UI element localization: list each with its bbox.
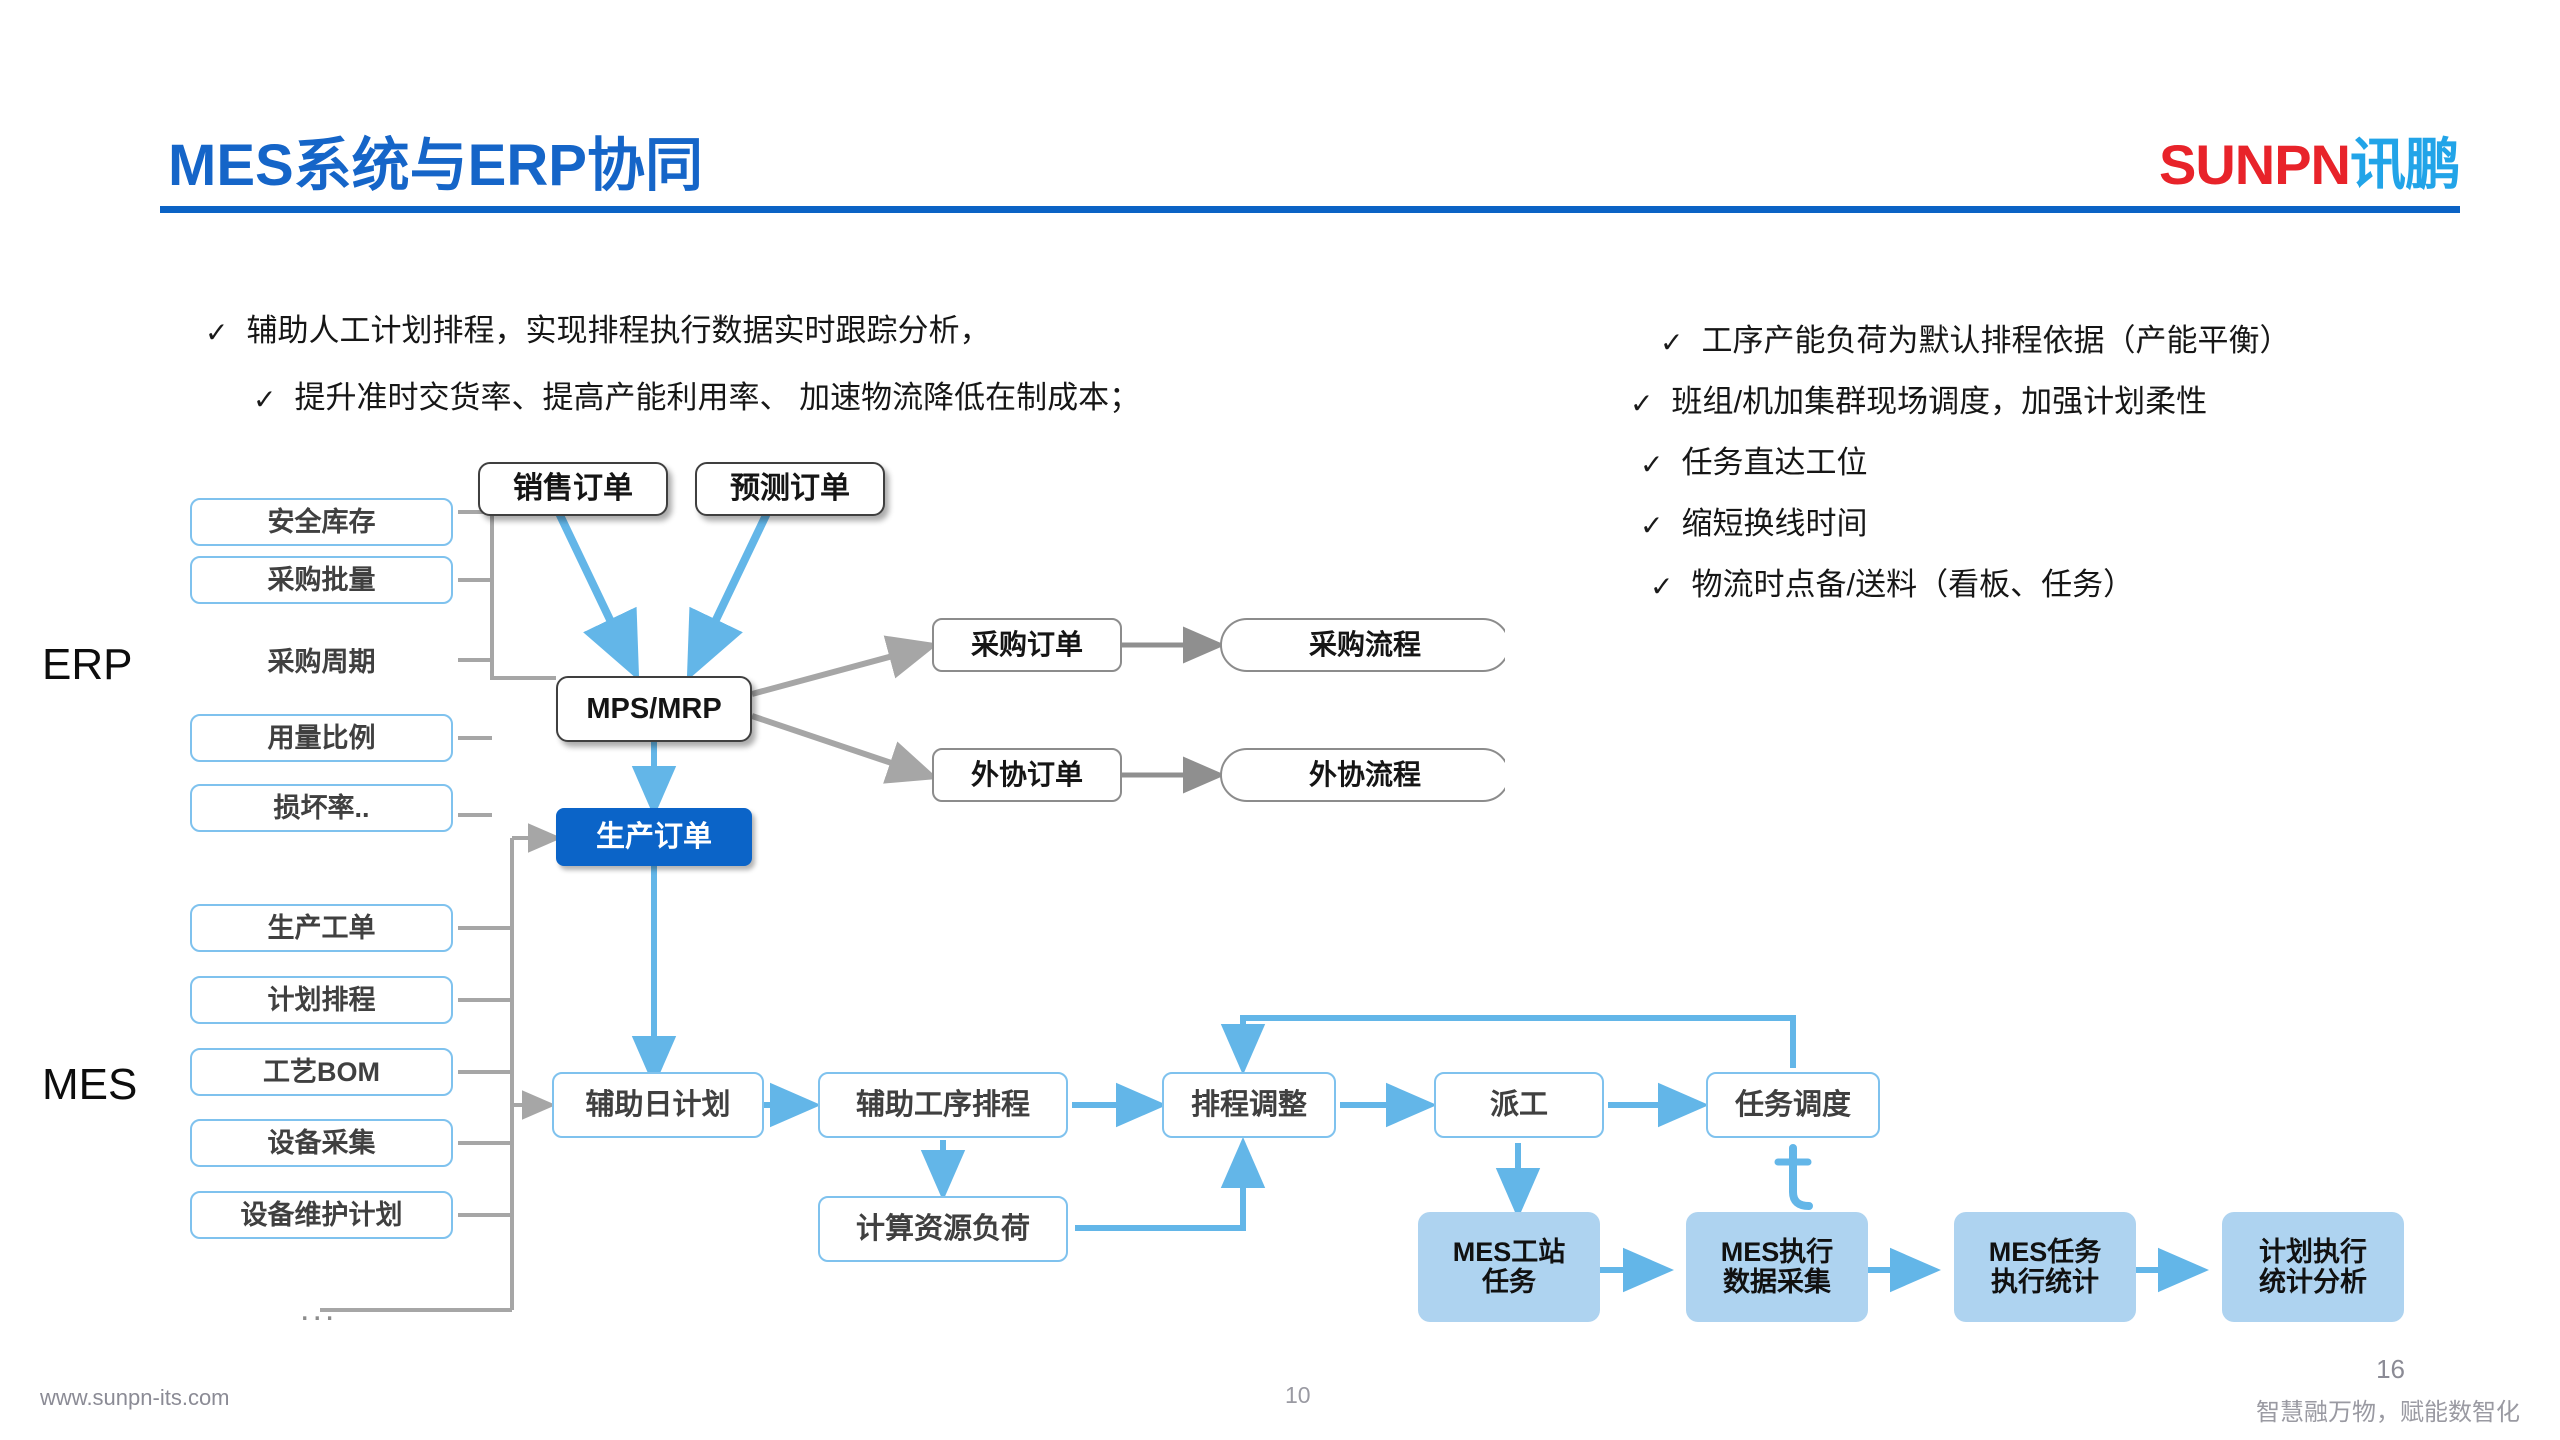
node-label: 计划排程 bbox=[267, 984, 376, 1015]
side-label-erp: ERP bbox=[42, 640, 133, 689]
bullet-text: 工序产能负荷为默认排程依据（产能平衡） bbox=[1701, 323, 2291, 358]
header-divider bbox=[160, 206, 2460, 213]
node-resource-load[interactable]: 计算资源负荷 bbox=[818, 1196, 1068, 1262]
check-icon: ✓ bbox=[205, 316, 229, 349]
node-label: 生产工单 bbox=[267, 912, 376, 943]
node-label: 安全库存 bbox=[267, 506, 376, 537]
right-bullet-list: ✓ 工序产能负荷为默认排程依据（产能平衡） ✓ 班组/机加集群现场调度，加强计划… bbox=[1630, 325, 2290, 630]
erp-item-usage-ratio[interactable]: 用量比例 bbox=[190, 714, 453, 762]
node-forecast-order[interactable]: 预测订单 bbox=[695, 462, 885, 516]
node-label: 损坏率.. bbox=[273, 792, 370, 823]
footer-slogan: 智慧融万物，赋能数智化 bbox=[2256, 1399, 2520, 1426]
bullet-text: 辅助人工计划排程，实现排程执行数据实时跟踪分析， bbox=[246, 313, 991, 348]
node-daily-plan[interactable]: 辅助日计划 bbox=[552, 1072, 764, 1138]
mes-item-equipment-collection[interactable]: 设备采集 bbox=[190, 1119, 453, 1167]
node-label: 排程调整 bbox=[1190, 1088, 1307, 1121]
node-schedule-adjust[interactable]: 排程调整 bbox=[1162, 1072, 1336, 1138]
node-label: 工艺BOM bbox=[263, 1056, 380, 1087]
left-bullet-list: ✓ 辅助人工计划排程，实现排程执行数据实时跟踪分析， ✓ 提升准时交货率、提高产… bbox=[205, 315, 1140, 449]
node-label: 用量比例 bbox=[267, 722, 376, 753]
node-mps-mrp[interactable]: MPS/MRP bbox=[556, 676, 752, 742]
node-dispatch[interactable]: 派工 bbox=[1434, 1072, 1604, 1138]
node-label: 设备维护计划 bbox=[240, 1199, 403, 1230]
page-title: MES系统与ERP协同 bbox=[168, 133, 703, 198]
node-label: 辅助日计划 bbox=[585, 1088, 731, 1121]
bullet-item: ✓ 辅助人工计划排程，实现排程执行数据实时跟踪分析， bbox=[205, 313, 1140, 349]
bullet-text: 缩短换线时间 bbox=[1681, 506, 1868, 541]
check-icon: ✓ bbox=[1630, 387, 1654, 420]
brand-logo-secondary: 讯鹏 bbox=[2350, 133, 2461, 196]
node-sales-order[interactable]: 销售订单 bbox=[478, 462, 668, 516]
bullet-text: 班组/机加集群现场调度，加强计划柔性 bbox=[1671, 384, 2208, 419]
footer-url[interactable]: www.sunpn-its.com bbox=[40, 1385, 230, 1410]
bullet-item: ✓ 缩短换线时间 bbox=[1640, 506, 2290, 542]
node-label: 采购流程 bbox=[1308, 629, 1421, 661]
node-label: 设备采集 bbox=[267, 1127, 376, 1158]
check-icon: ✓ bbox=[1650, 570, 1674, 603]
bullet-text: 任务直达工位 bbox=[1681, 445, 1868, 480]
node-mes-station-task[interactable]: MES工站 任务 bbox=[1418, 1212, 1600, 1322]
node-process-schedule[interactable]: 辅助工序排程 bbox=[818, 1072, 1068, 1138]
node-label: 任务调度 bbox=[1734, 1088, 1851, 1121]
bullet-item: ✓ 物流时点备/送料（看板、任务） bbox=[1650, 567, 2290, 603]
bullet-text: 提升准时交货率、提高产能利用率、 加速物流降低在制成本； bbox=[294, 380, 1141, 415]
check-icon: ✓ bbox=[1640, 509, 1664, 542]
node-plan-exec-stats-analysis[interactable]: 计划执行 统计分析 bbox=[2222, 1212, 2404, 1322]
node-production-order[interactable]: 生产订单 bbox=[556, 808, 752, 866]
brand-logo-primary: SUNPN bbox=[2158, 133, 2351, 196]
node-label-line2: 统计分析 bbox=[2259, 1267, 2367, 1297]
node-label-line2: 数据采集 bbox=[1723, 1267, 1831, 1297]
check-icon: ✓ bbox=[1640, 448, 1664, 481]
side-label-mes: MES bbox=[42, 1060, 138, 1109]
erp-item-damage-rate[interactable]: 损坏率.. bbox=[190, 784, 453, 832]
erp-item-safety-stock[interactable]: 安全库存 bbox=[190, 498, 453, 546]
node-label: 生产订单 bbox=[595, 820, 712, 853]
node-label-line2: 任务 bbox=[1482, 1267, 1536, 1297]
node-label: 采购批量 bbox=[267, 564, 376, 595]
node-label: MPS/MRP bbox=[586, 692, 722, 725]
mes-item-plan-schedule[interactable]: 计划排程 bbox=[190, 976, 453, 1024]
pill-overflow-mask bbox=[1505, 600, 2560, 820]
mes-item-process-bom[interactable]: 工艺BOM bbox=[190, 1048, 453, 1096]
ellipsis-label: ... bbox=[300, 1290, 338, 1328]
node-label-line1: 计划执行 bbox=[2259, 1236, 2367, 1267]
bullet-item: ✓ 工序产能负荷为默认排程依据（产能平衡） bbox=[1660, 323, 2291, 359]
node-label: 销售订单 bbox=[513, 472, 633, 506]
node-label: 采购周期 bbox=[267, 646, 376, 677]
node-label-line1: MES工站 bbox=[1452, 1236, 1566, 1267]
node-task-scheduling[interactable]: 任务调度 bbox=[1706, 1072, 1880, 1138]
footer-slide-number: 16 bbox=[2376, 1354, 2405, 1384]
bullet-item: ✓ 任务直达工位 bbox=[1640, 445, 2290, 481]
node-label: 外协流程 bbox=[1308, 759, 1421, 791]
node-label: 采购订单 bbox=[970, 629, 1083, 661]
node-label: 辅助工序排程 bbox=[855, 1088, 1030, 1121]
node-purchase-order[interactable]: 采购订单 bbox=[932, 618, 1122, 672]
node-label: 派工 bbox=[1489, 1088, 1548, 1121]
node-purchase-process[interactable]: 采购流程 bbox=[1220, 618, 1510, 672]
node-label: 外协订单 bbox=[970, 759, 1083, 791]
footer-page-number: 10 bbox=[1285, 1382, 1311, 1408]
check-icon: ✓ bbox=[1660, 326, 1684, 359]
erp-item-purchase-cycle[interactable]: 采购周期 bbox=[190, 638, 453, 686]
node-mes-task-exec-stats[interactable]: MES任务 执行统计 bbox=[1954, 1212, 2136, 1322]
node-outsource-order[interactable]: 外协订单 bbox=[932, 748, 1122, 802]
node-label: 预测订单 bbox=[730, 472, 850, 506]
erp-item-purchase-batch[interactable]: 采购批量 bbox=[190, 556, 453, 604]
brand-logo: SUNPN讯鹏 bbox=[2158, 120, 2461, 201]
node-label-line1: MES任务 bbox=[1988, 1236, 2102, 1267]
node-outsource-process[interactable]: 外协流程 bbox=[1220, 748, 1510, 802]
node-label: 计算资源负荷 bbox=[855, 1212, 1030, 1245]
mes-item-production-order[interactable]: 生产工单 bbox=[190, 904, 453, 952]
node-label-line2: 执行统计 bbox=[1991, 1267, 2099, 1297]
check-icon: ✓ bbox=[253, 383, 277, 416]
node-mes-exec-data-collection[interactable]: MES执行 数据采集 bbox=[1686, 1212, 1868, 1322]
bullet-item: ✓ 班组/机加集群现场调度，加强计划柔性 bbox=[1630, 384, 2290, 420]
bullet-text: 物流时点备/送料（看板、任务） bbox=[1691, 567, 2135, 602]
bullet-item: ✓ 提升准时交货率、提高产能利用率、 加速物流降低在制成本； bbox=[253, 380, 1141, 416]
node-label-line1: MES执行 bbox=[1720, 1236, 1834, 1267]
mes-item-maintenance-plan[interactable]: 设备维护计划 bbox=[190, 1191, 453, 1239]
